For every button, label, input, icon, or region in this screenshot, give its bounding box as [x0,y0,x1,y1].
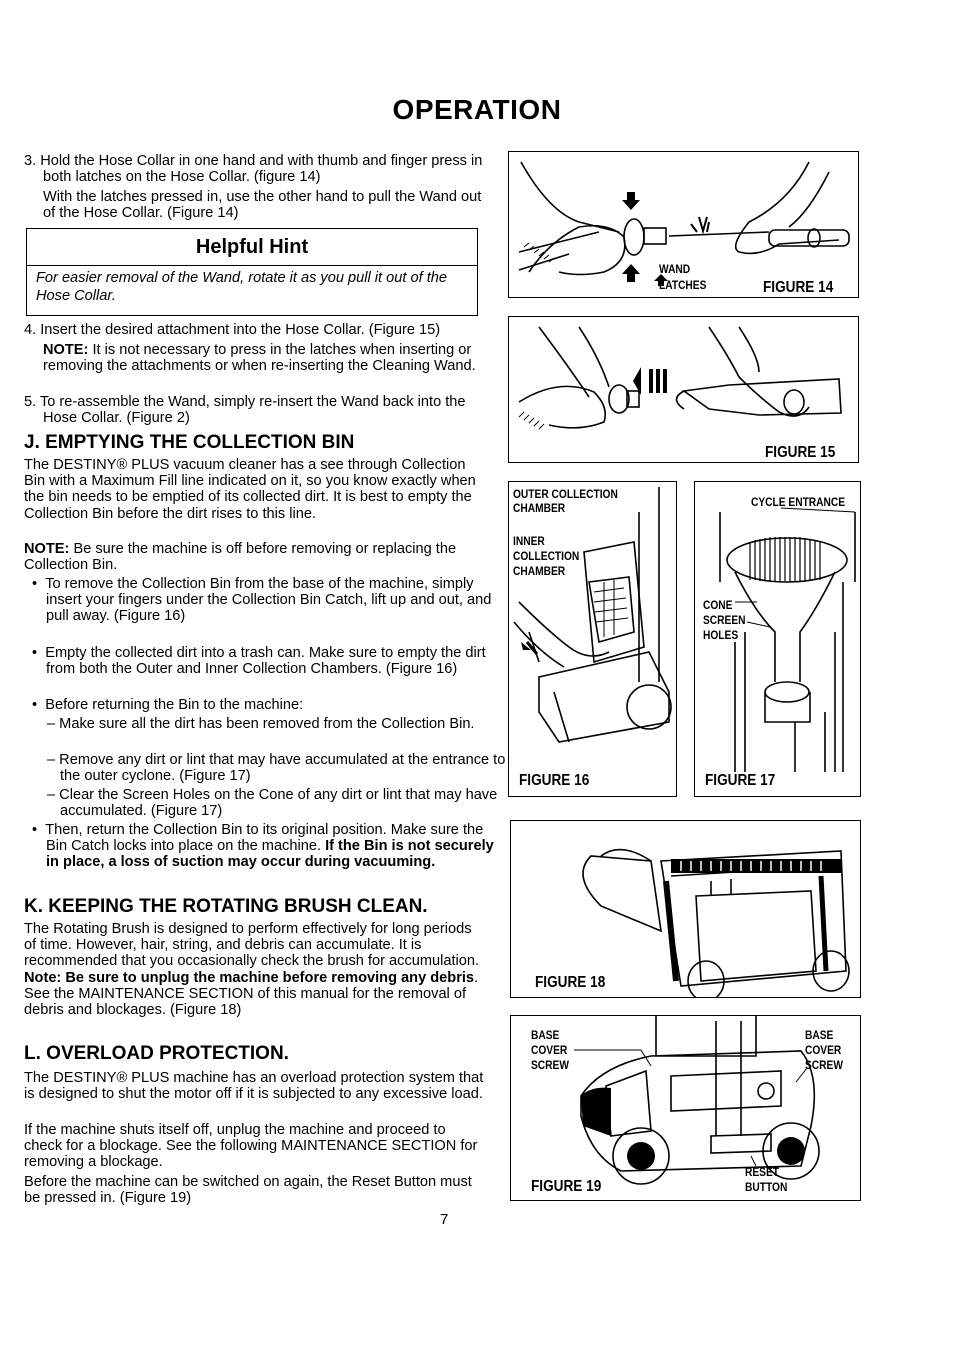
step-4: 4. Insert the desired attachment into th… [24,322,441,338]
reset-button-illustration [574,1016,820,1185]
latches-label: LATCHES [659,278,707,292]
outer-chamber-label-1: OUTER COLLECTION [513,487,618,501]
section-j-intro: The DESTINY® PLUS vacuum cleaner has a s… [24,457,476,522]
left-screw-label-2: COVER [531,1043,568,1057]
reset-label-2: BUTTON [745,1180,788,1194]
figure-15-caption: FIGURE 15 [765,444,836,461]
figure-16-caption: FIGURE 16 [519,772,590,789]
wand-label: WAND [659,262,691,276]
figure-16: OUTER COLLECTION CHAMBER INNER COLLECTIO… [508,481,677,797]
bin-warning: If the Bin is not securely in place, a l… [46,838,494,871]
section-l-heading: L. OVERLOAD PROTECTION. [24,1043,289,1064]
dash-dirt-removed: – Make sure all the dirt has been remove… [47,716,475,732]
page-title: OPERATION [392,94,562,125]
helpful-hint-box: Helpful Hint For easier removal of the W… [26,228,478,316]
outer-chamber-label-2: CHAMBER [513,501,566,515]
screen-holes-label-2: HOLES [703,628,739,642]
bullet-before-returning: • Before returning the Bin to the machin… [32,697,304,713]
reset-label-1: RESET [745,1165,780,1179]
figure-14: WAND LATCHES FIGURE 14 [508,151,859,298]
hint-body: For easier removal of the Wand, rotate i… [36,270,447,304]
section-j-note: NOTE: Be sure the machine is off before … [24,541,484,573]
section-k-body: The Rotating Brush is designed to perfor… [24,921,480,1019]
wand-removal-illustration [518,161,850,286]
note-label: NOTE: [24,541,70,557]
bullet-empty-dirt: • Empty the collected dirt into a trash … [32,645,486,678]
collection-bin-removal-illustration [513,487,672,743]
note-text: Be sure the machine is off before removi… [24,541,457,574]
right-screw-label-2: COVER [805,1043,842,1057]
figure-18-caption: FIGURE 18 [535,974,606,991]
cone-label: CONE [703,598,733,612]
bullet-return-bin: • Then, return the Collection Bin to its… [32,822,494,871]
step-3-detail: With the latches pressed in, use the oth… [43,189,482,222]
inner-chamber-label-3: CHAMBER [513,564,566,578]
figure-19-caption: FIGURE 19 [531,1178,602,1195]
figure-19: BASE COVER SCREW BASE COVER SCREW RESET … [510,1015,861,1201]
section-l-p1: The DESTINY® PLUS machine has an overloa… [24,1070,484,1103]
note-label: NOTE: [43,342,89,358]
left-screw-label-1: BASE [531,1028,560,1042]
section-l-p2: If the machine shuts itself off, unplug … [24,1122,478,1171]
figure-14-caption: FIGURE 14 [763,279,834,296]
section-k-heading: K. KEEPING THE ROTATING BRUSH CLEAN. [24,896,428,917]
step-3: 3. Hold the Hose Collar in one hand and … [24,153,483,186]
page-number: 7 [440,1211,449,1228]
step-5: 5. To re-assemble the Wand, simply re-in… [24,394,466,427]
inner-chamber-label-1: INNER [513,534,545,548]
right-screw-label-3: SCREW [805,1058,843,1072]
figure-18: FIGURE 18 [510,820,861,998]
section-l-p3: Before the machine can be switched on ag… [24,1174,472,1207]
unplug-warning: Note: Be sure to unplug the machine befo… [24,969,475,986]
figure-17: CYCLE ENTRANCE CONE SCREEN HOLES FIGURE … [694,481,861,797]
dash-clear-screen: – Clear the Screen Holes on the Cone of … [47,787,498,820]
note-text: It is not necessary to press in the latc… [43,342,476,375]
step-4-note: NOTE: It is not necessary to press in th… [24,342,484,374]
section-j-heading: J. EMPTYING THE COLLECTION BIN [24,432,355,453]
bullet-remove-bin: • To remove the Collection Bin from the … [32,576,492,625]
rotating-brush-illustration [582,848,850,997]
cyclone-cone-illustration [719,507,856,772]
cycle-entrance-label: CYCLE ENTRANCE [751,495,846,509]
inner-chamber-label-2: COLLECTION [513,549,580,563]
left-screw-label-3: SCREW [531,1058,569,1072]
right-screw-label-1: BASE [805,1028,834,1042]
dash-remove-lint: – Remove any dirt or lint that may have … [47,752,506,785]
attachment-insert-illustration [518,326,842,430]
figure-15: FIGURE 15 [508,316,859,463]
figure-17-caption: FIGURE 17 [705,772,776,789]
hint-title: Helpful Hint [27,229,477,266]
screen-holes-label-1: SCREEN [703,613,746,627]
